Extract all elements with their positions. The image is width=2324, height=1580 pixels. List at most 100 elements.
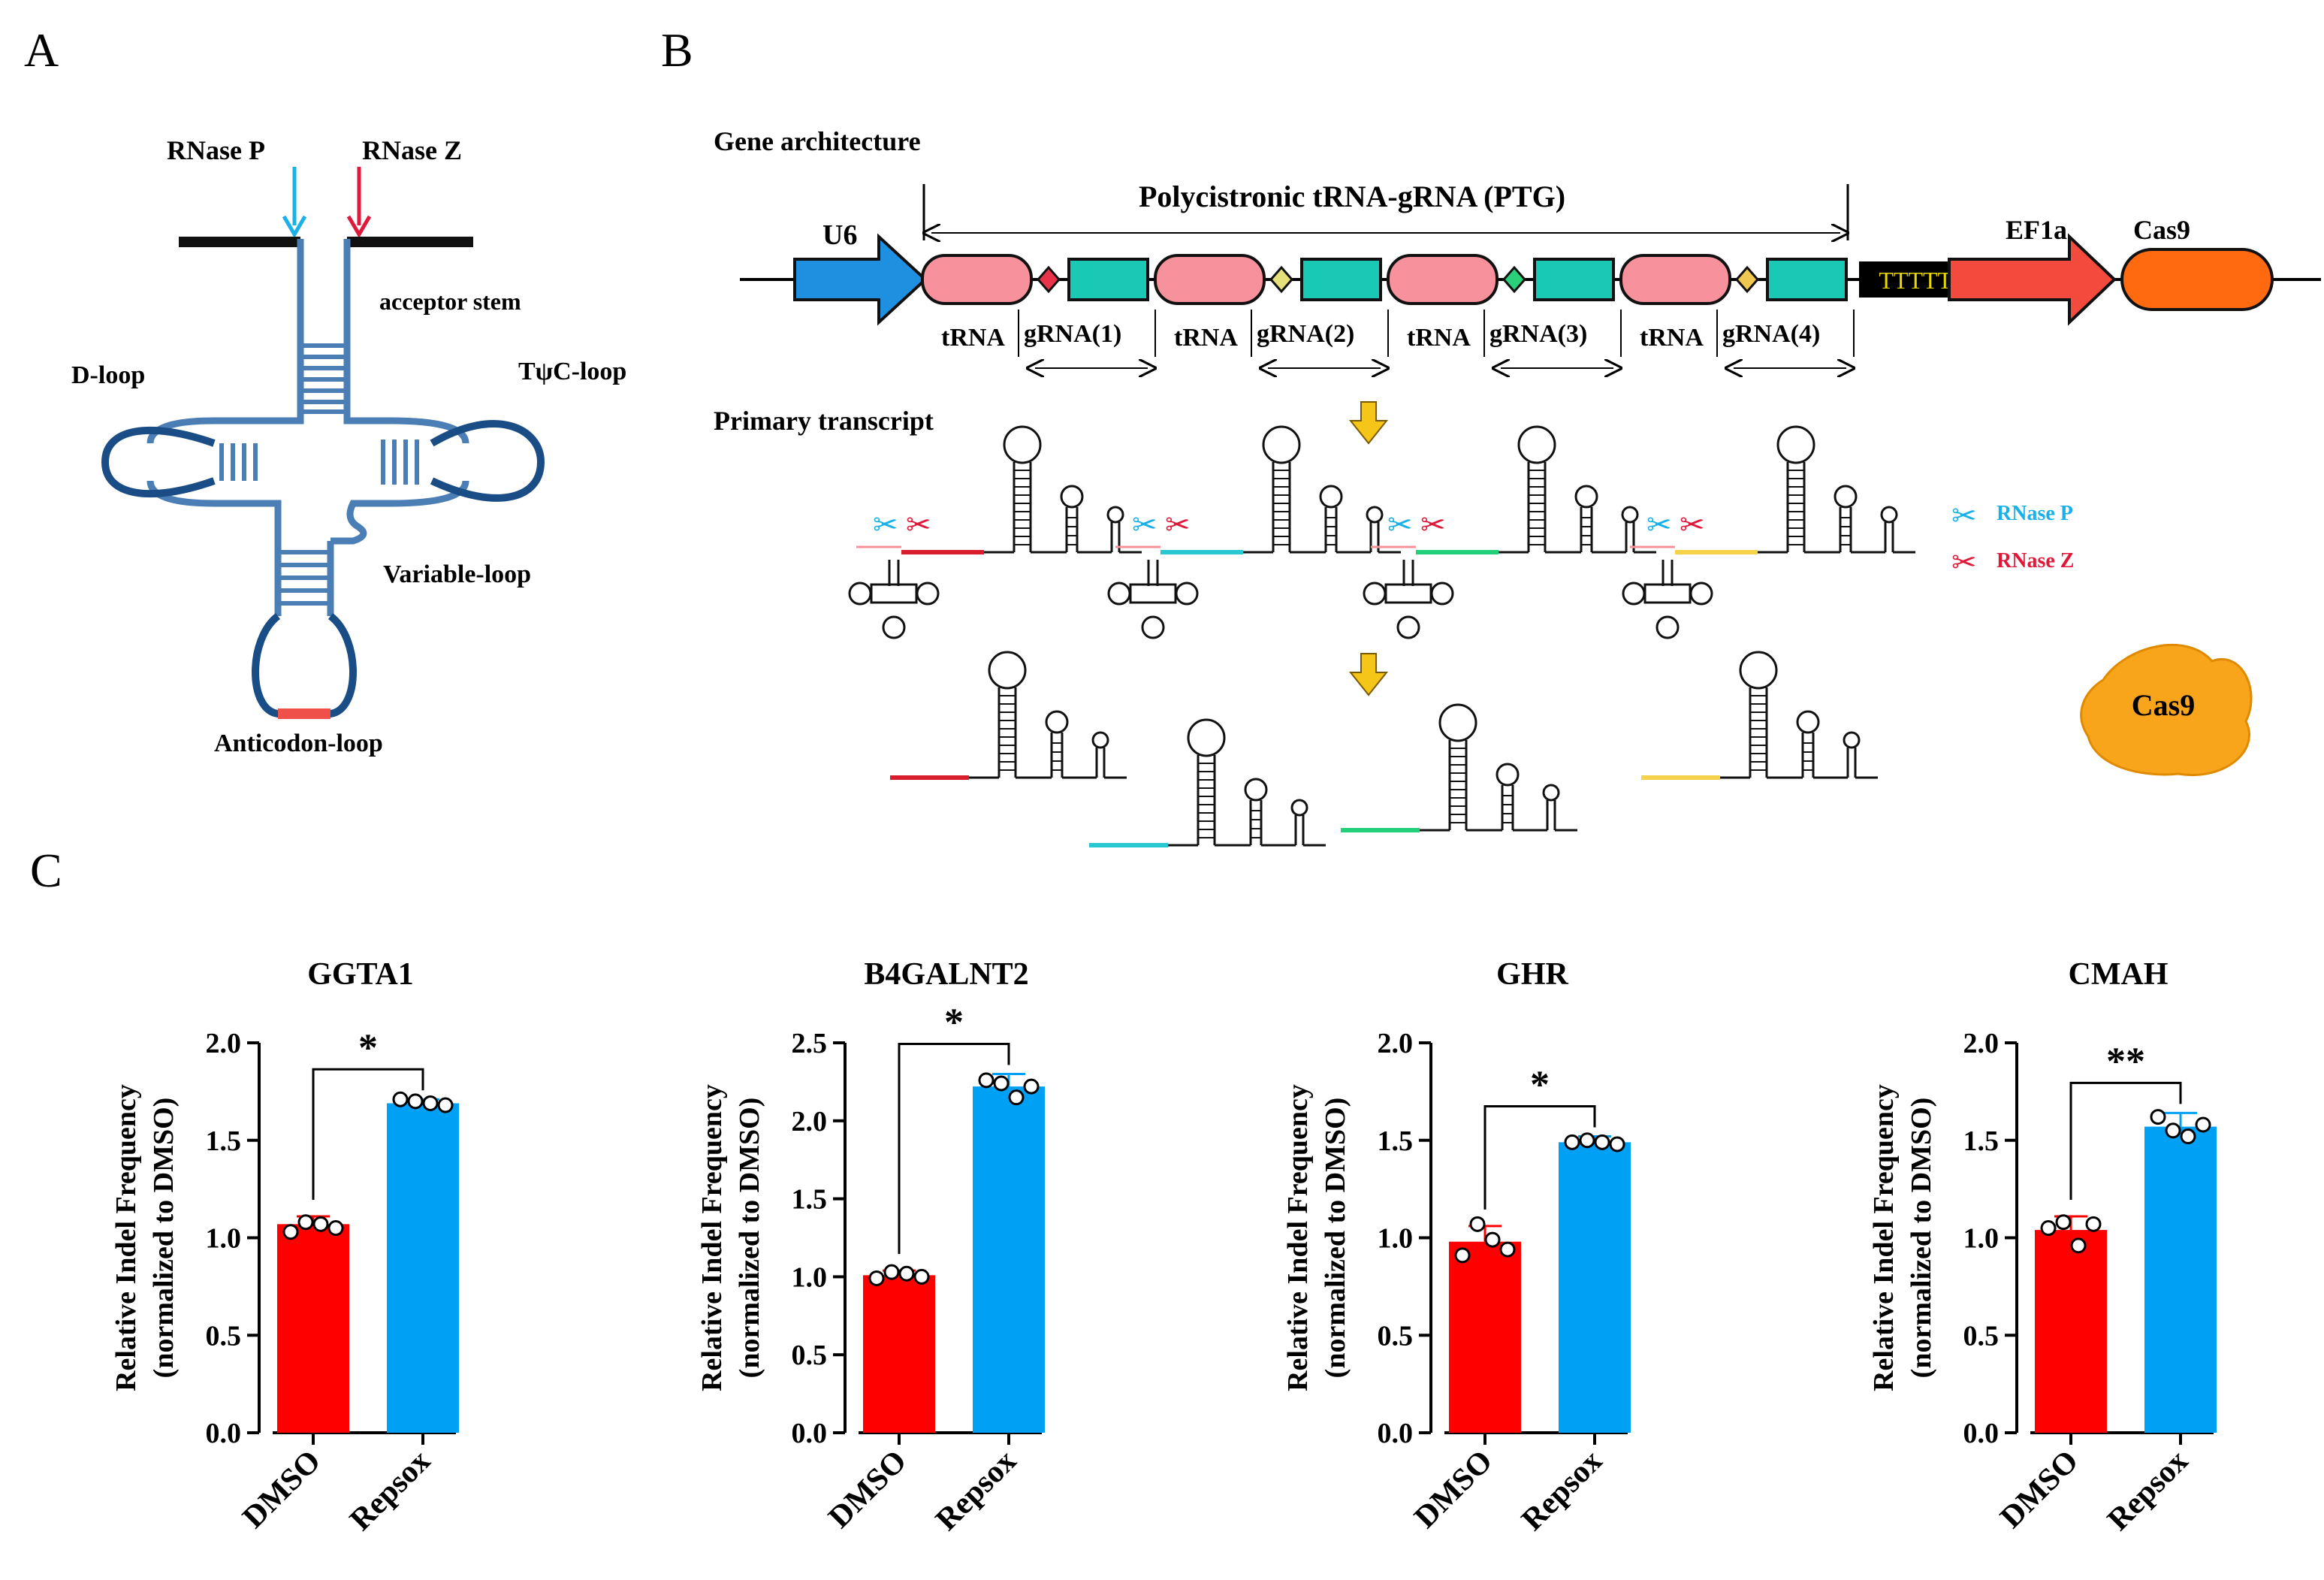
x-tick-label: Repsox: [929, 1444, 1023, 1538]
y-axis-label: Relative Indel Frequency: [1282, 1084, 1314, 1391]
data-point: [883, 1264, 900, 1280]
data-point: [1594, 1134, 1610, 1150]
cleavage-site-diamond: [1269, 265, 1293, 294]
y-tick-label: 0.0: [792, 1418, 828, 1449]
down-arrow-2: [1348, 653, 1389, 696]
anticodon-loop-label: Anticodon-loop: [214, 730, 383, 757]
rnase-z-arrowhead: [346, 215, 372, 238]
data-point: [2150, 1109, 2166, 1125]
u6-label: U6: [822, 219, 857, 251]
y-tick-label: 2.0: [1963, 1028, 2000, 1059]
significance-marker: *: [944, 1001, 964, 1044]
scissors-rnase-p-icon: ✂: [873, 508, 898, 542]
significance-bracket: [2069, 1081, 2182, 1200]
data-point: [2040, 1220, 2057, 1237]
y-tick-label: 1.5: [792, 1184, 828, 1216]
data-point: [422, 1095, 439, 1111]
ptg-label: Polycistronic tRNA-gRNA (PTG): [1139, 180, 1565, 213]
panel-b-letter: B: [661, 23, 693, 77]
y-axis-label: (normalized to DMSO): [734, 1098, 765, 1379]
trna-label: tRNA: [1640, 324, 1704, 352]
data-point: [1579, 1132, 1595, 1149]
grna-label: gRNA(3): [1489, 320, 1587, 348]
y-axis-label: Relative Indel Frequency: [110, 1084, 142, 1391]
panel-b: B Gene architecture Polycistronic tRNA-g…: [661, 23, 2321, 847]
grna-label: gRNA(2): [1257, 320, 1354, 348]
trna-structure: [146, 239, 469, 616]
trna-label: tRNA: [1174, 324, 1238, 352]
bar-repsox: [973, 1086, 1045, 1433]
y-tick-label: 1.0: [206, 1223, 242, 1255]
chart-title: GGTA1: [307, 957, 414, 992]
cleavage-site-diamond: [1037, 265, 1061, 294]
x-tick-label: Repsox: [1515, 1444, 1609, 1538]
data-point: [312, 1216, 329, 1232]
scissors-rnase-p-icon: ✂: [1387, 508, 1413, 542]
data-point: [2085, 1216, 2102, 1232]
y-tick-label: 0.5: [1963, 1320, 2000, 1352]
scissors-rnase-z-icon: ✂: [1680, 508, 1705, 542]
grna-label: gRNA(4): [1722, 320, 1820, 348]
y-tick-label: 1.0: [1378, 1223, 1414, 1255]
data-point: [1609, 1136, 1625, 1153]
significance-marker: **: [2106, 1040, 2145, 1083]
data-point: [898, 1265, 915, 1282]
data-point: [2180, 1128, 2196, 1145]
data-point: [1564, 1134, 1580, 1150]
data-point: [327, 1220, 344, 1237]
y-axis-label: (normalized to DMSO): [1906, 1098, 1937, 1379]
chart-title: CMAH: [2069, 957, 2169, 992]
x-tick-label: Repsox: [2101, 1444, 2195, 1538]
data-point: [1469, 1216, 1486, 1232]
data-point: [437, 1097, 454, 1113]
data-point: [868, 1270, 885, 1286]
y-tick-label: 1.5: [206, 1125, 242, 1157]
trna-box: [921, 254, 1033, 305]
bar-dmso: [863, 1275, 935, 1433]
legend-scissors-z: ✂: [1951, 545, 1977, 579]
grna-box: [1533, 258, 1615, 301]
cas9-protein-label: Cas9: [2132, 688, 2195, 722]
data-point: [2195, 1116, 2211, 1133]
y-tick-label: 0.5: [206, 1320, 242, 1352]
x-tick-label: DMSO: [236, 1444, 327, 1536]
cas9-protein: [2080, 644, 2253, 776]
gene-architecture-label: Gene architecture: [714, 126, 921, 156]
tpsic-loop-shape: [430, 420, 545, 502]
data-point: [993, 1075, 1010, 1092]
y-tick-label: 1.0: [1963, 1223, 2000, 1255]
scissors-rnase-p-icon: ✂: [1646, 508, 1672, 542]
d-loop-label: D-loop: [71, 361, 145, 389]
y-axis-label: Relative Indel Frequency: [1868, 1084, 1900, 1391]
u6-promoter: [793, 233, 928, 326]
scissors-rnase-z-icon: ✂: [1165, 508, 1191, 542]
primary-transcript-label: Primary transcript: [714, 406, 934, 436]
chart-title: B4GALNT2: [864, 957, 1028, 992]
data-point: [392, 1091, 409, 1107]
x-tick-label: DMSO: [822, 1444, 913, 1536]
ef1a-label: EF1a: [2006, 215, 2067, 245]
significance-bracket: [312, 1068, 424, 1200]
trna-box: [1387, 254, 1499, 305]
trna-label: tRNA: [941, 324, 1005, 352]
data-point: [282, 1224, 299, 1240]
x-tick-label: Repsox: [343, 1444, 437, 1538]
data-point: [913, 1268, 930, 1285]
trna-box: [1619, 254, 1731, 305]
trna-box: [1154, 254, 1266, 305]
bar-repsox: [387, 1103, 459, 1433]
y-tick-label: 2.0: [206, 1028, 242, 1059]
ef1a-promoter: [1948, 233, 2117, 326]
grna-box: [1067, 258, 1149, 301]
down-arrow-1: [1348, 401, 1389, 445]
data-point: [1023, 1078, 1040, 1095]
data-point: [407, 1093, 424, 1110]
rnase-p-label: RNase P: [167, 135, 265, 165]
rnase-z-label: RNase Z: [362, 135, 462, 165]
bar-dmso: [1449, 1241, 1521, 1433]
acceptor-stem-label: acceptor stem: [379, 288, 521, 315]
bar-repsox: [1559, 1142, 1631, 1433]
